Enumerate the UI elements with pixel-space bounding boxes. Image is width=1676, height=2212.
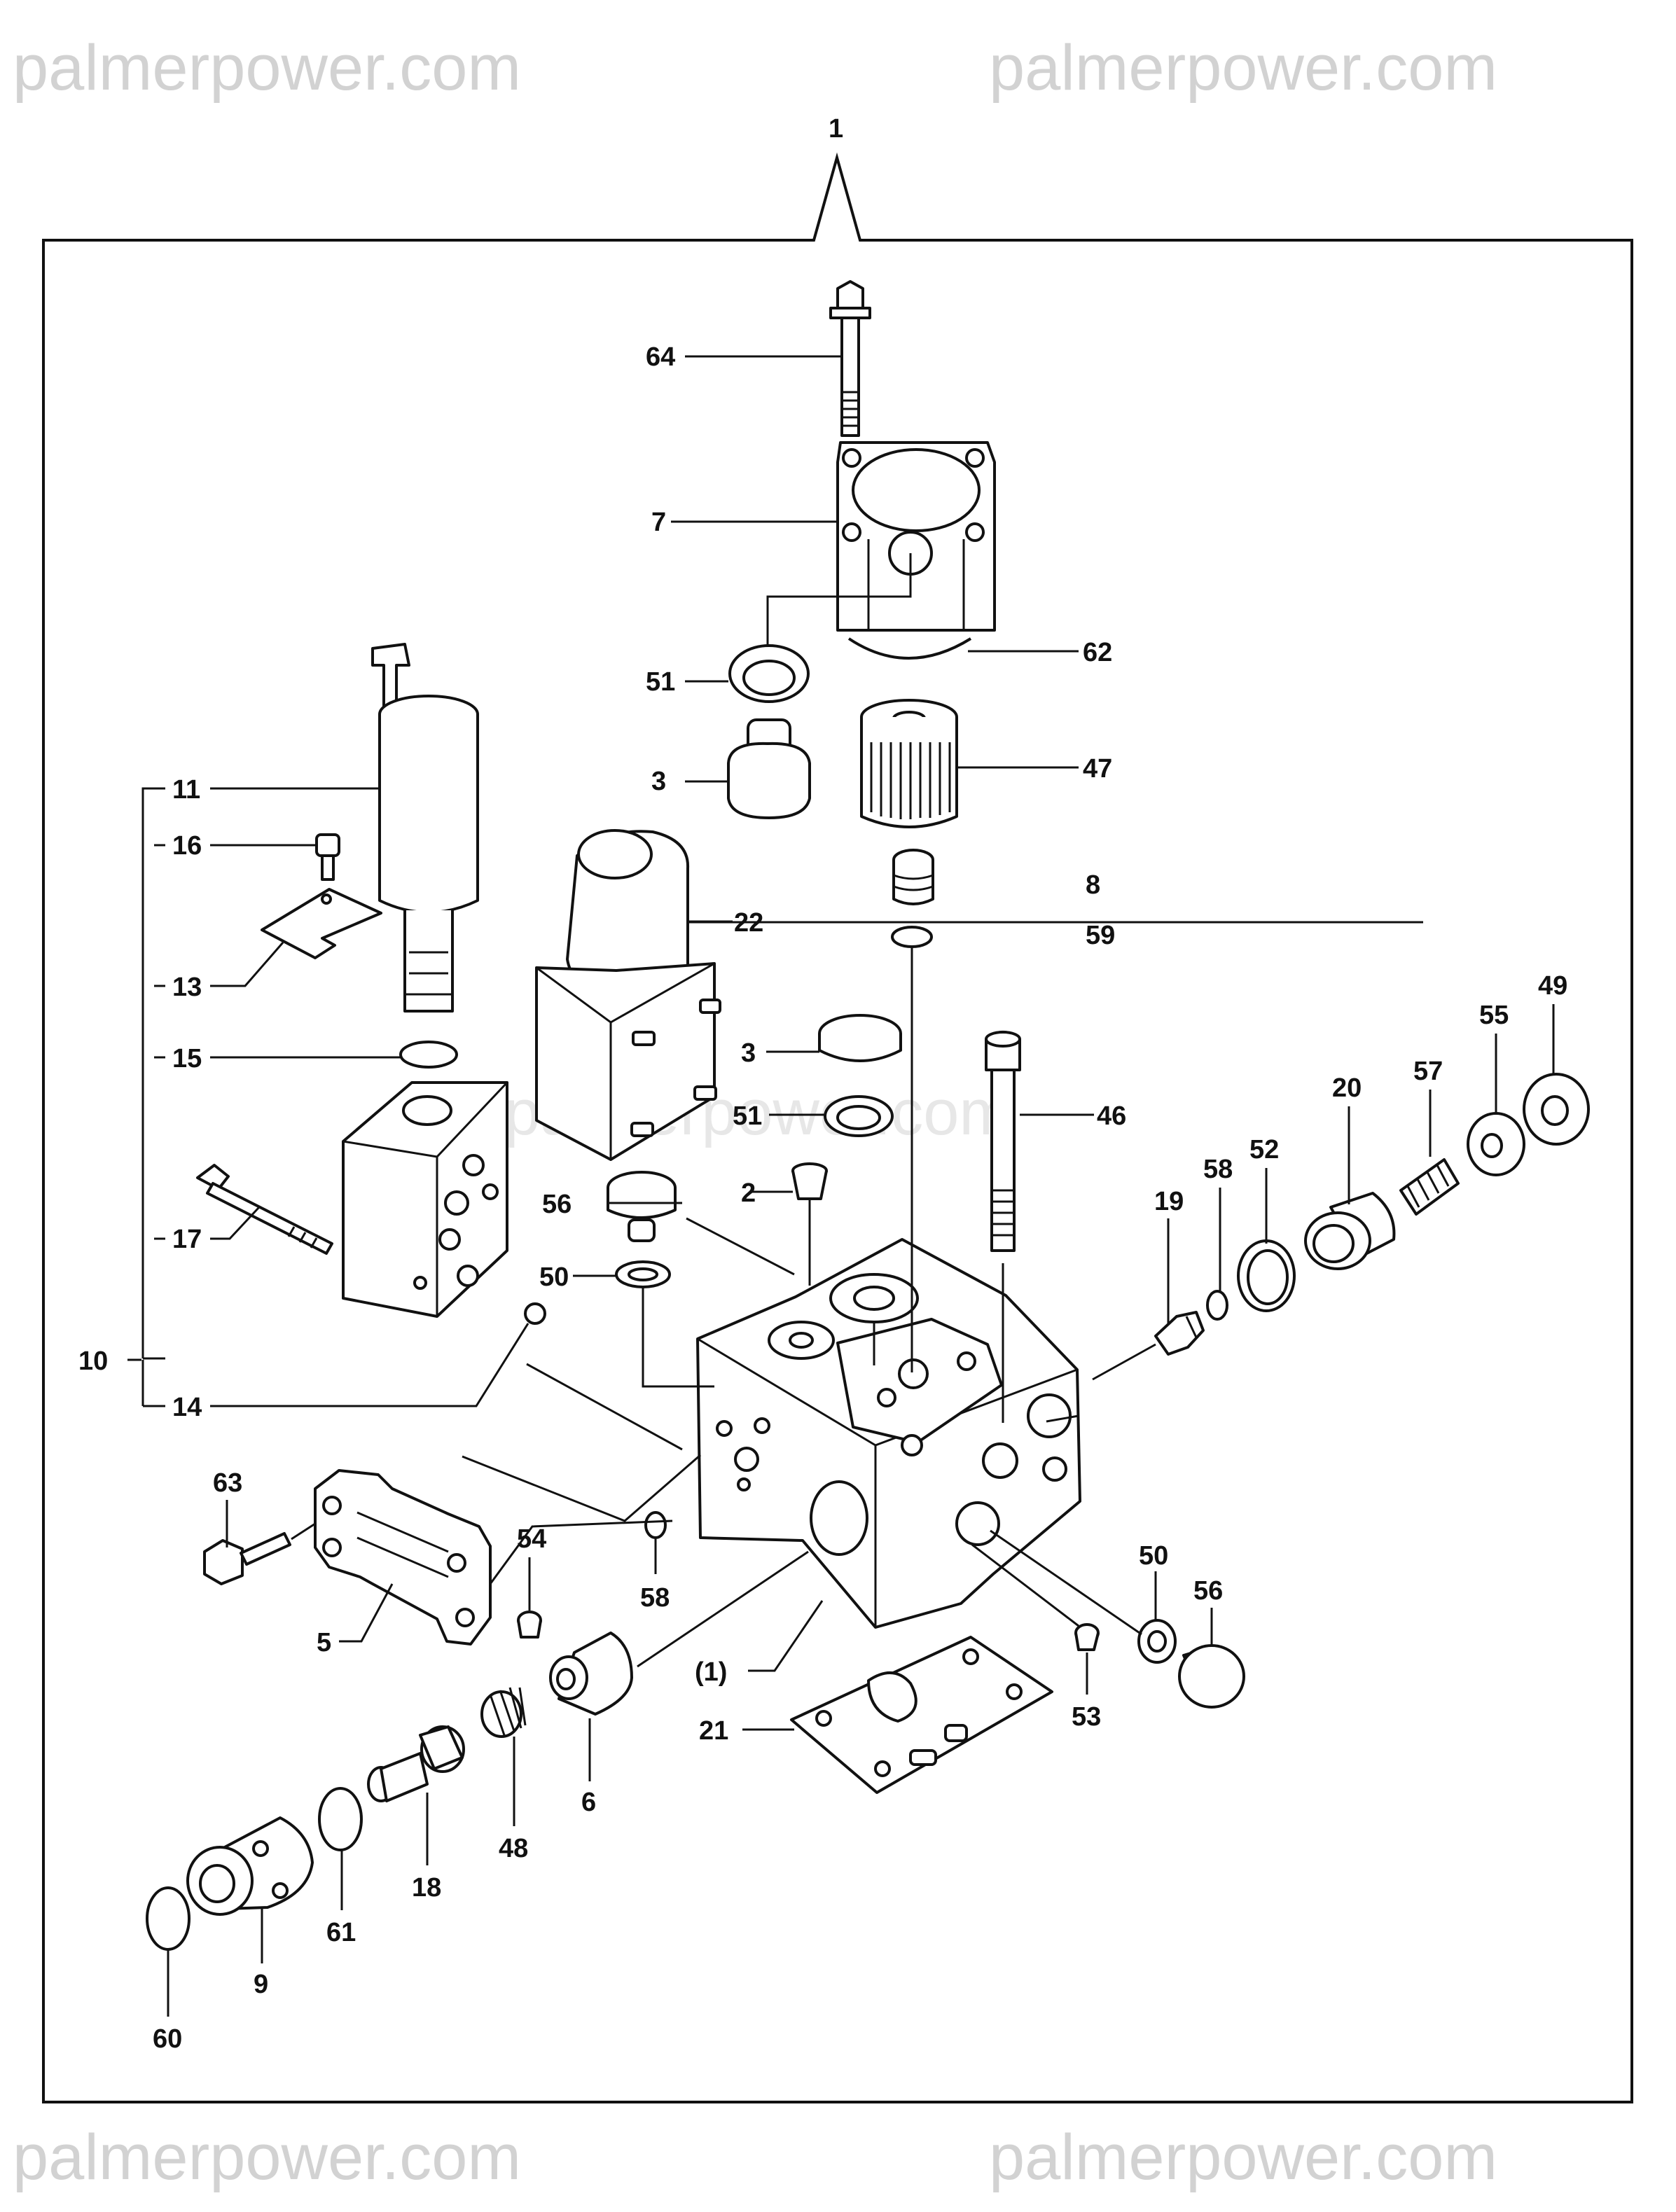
plug-2-drawing [791, 1162, 828, 1200]
callout-20: 20 [1332, 1073, 1362, 1103]
callout-52: 52 [1249, 1135, 1279, 1164]
washer-51-top-drawing [728, 644, 810, 703]
fitting-8-drawing [892, 849, 934, 905]
o-ring-50-low-drawing [1137, 1619, 1177, 1664]
bolt-64-drawing [829, 280, 871, 437]
callout-59: 59 [1086, 921, 1115, 950]
watermark-top-left: palmerpower.com [13, 32, 521, 104]
plug-56-mid-drawing [607, 1171, 677, 1242]
plug-20-drawing [1304, 1192, 1396, 1270]
callout-5: 5 [317, 1628, 331, 1657]
leader-lines [127, 355, 1555, 2017]
sleeve-6-drawing [549, 1632, 633, 1716]
callout-54: 54 [517, 1524, 546, 1554]
gasket-21-drawing [790, 1636, 1053, 1794]
assembly-frame [42, 152, 1633, 2103]
callout-47: 47 [1083, 754, 1112, 784]
plug-56-low-drawing [1178, 1644, 1245, 1709]
callout-13: 13 [172, 973, 202, 1002]
check-valve-19-drawing [1154, 1311, 1205, 1356]
relief-valve-9-drawing [186, 1816, 314, 1916]
callout-16: 16 [172, 831, 202, 861]
o-ring-15-drawing [399, 1041, 458, 1069]
o-ring-60-drawing [146, 1886, 191, 1951]
callout-22: 22 [734, 908, 763, 938]
callout-61: 61 [326, 1918, 356, 1947]
callout-46: 46 [1097, 1101, 1126, 1131]
spool-18-drawing [367, 1725, 465, 1802]
callout-56-low: 56 [1193, 1576, 1223, 1606]
solenoid-valve-22-drawing [535, 829, 721, 1161]
ring-52-drawing [1237, 1239, 1296, 1312]
watermark-bottom-left: palmerpower.com [13, 2122, 521, 2193]
callout-1-parenthesized: (1) [695, 1657, 727, 1687]
plug-3-top-drawing [727, 718, 811, 819]
spring-48-drawing [480, 1687, 527, 1738]
callout-11: 11 [172, 775, 200, 805]
callout-58-right: 58 [1203, 1155, 1233, 1184]
bolt-17-drawing [196, 1164, 333, 1255]
callout-7: 7 [651, 508, 666, 537]
callout-50-mid: 50 [539, 1262, 569, 1292]
o-ring-58-right-drawing [1206, 1290, 1228, 1321]
callout-51-mid: 51 [733, 1101, 762, 1131]
filter-element-47-drawing [860, 699, 958, 828]
bolt-46-drawing [985, 1031, 1021, 1252]
cover-5-drawing [314, 1469, 492, 1646]
callout-15: 15 [172, 1044, 202, 1073]
callout-2: 2 [741, 1178, 756, 1208]
bolt-63-drawing [203, 1532, 291, 1585]
callout-49: 49 [1538, 971, 1567, 1001]
spring-screw-57-drawing [1399, 1158, 1460, 1216]
cap-49-drawing [1523, 1073, 1590, 1146]
callout-3-mid: 3 [741, 1038, 756, 1068]
callout-62: 62 [1083, 638, 1112, 667]
o-ring-58-left-drawing [644, 1511, 667, 1539]
watermark-top-right: palmerpower.com [989, 32, 1497, 104]
callout-3-top: 3 [651, 767, 666, 796]
callout-64: 64 [646, 342, 675, 372]
callout-55: 55 [1479, 1001, 1509, 1030]
callout-14: 14 [172, 1393, 202, 1422]
callout-17: 17 [172, 1225, 202, 1254]
callout-63: 63 [213, 1468, 242, 1498]
o-ring-59-drawing [891, 926, 933, 948]
washer-51-mid-drawing [824, 1095, 894, 1137]
callout-57: 57 [1413, 1057, 1443, 1086]
screw-16-drawing [315, 833, 340, 881]
callout-56-mid: 56 [542, 1190, 572, 1219]
o-ring-50-mid-drawing [615, 1260, 671, 1288]
callout-18: 18 [412, 1873, 441, 1903]
o-ring-62-drawing [847, 637, 972, 660]
callout-60: 60 [153, 2024, 182, 2054]
bracket-13-drawing [261, 888, 382, 959]
callout-21: 21 [699, 1716, 728, 1746]
valve-block-10-drawing [342, 1081, 546, 1325]
callout-58-left: 58 [640, 1583, 670, 1613]
filter-cover-7-drawing [836, 441, 996, 632]
valve-housing-1-drawing [696, 1238, 1081, 1629]
callout-51-top: 51 [646, 667, 675, 697]
watermark-bottom-right: palmerpower.com [989, 2122, 1497, 2193]
callout-9: 9 [254, 1970, 268, 1999]
plug-54-drawing [517, 1611, 542, 1639]
proportional-solenoid-11-drawing [371, 643, 479, 1013]
nut-55-drawing [1467, 1112, 1525, 1176]
callout-48: 48 [499, 1834, 528, 1863]
callout-labels: 64 7 62 51 3 47 11 16 13 15 10 17 14 22 … [78, 342, 1567, 2054]
callout-10: 10 [78, 1347, 108, 1376]
callout-50-low: 50 [1139, 1541, 1168, 1571]
callout-6: 6 [581, 1788, 596, 1817]
callout-19: 19 [1154, 1187, 1184, 1216]
o-ring-61-drawing [318, 1787, 363, 1851]
plug-53-drawing [1074, 1623, 1100, 1651]
assembly-number-label: 1 [829, 114, 843, 144]
callout-53: 53 [1072, 1702, 1101, 1732]
plug-3-mid-drawing [818, 1014, 902, 1062]
callout-8: 8 [1086, 870, 1100, 900]
